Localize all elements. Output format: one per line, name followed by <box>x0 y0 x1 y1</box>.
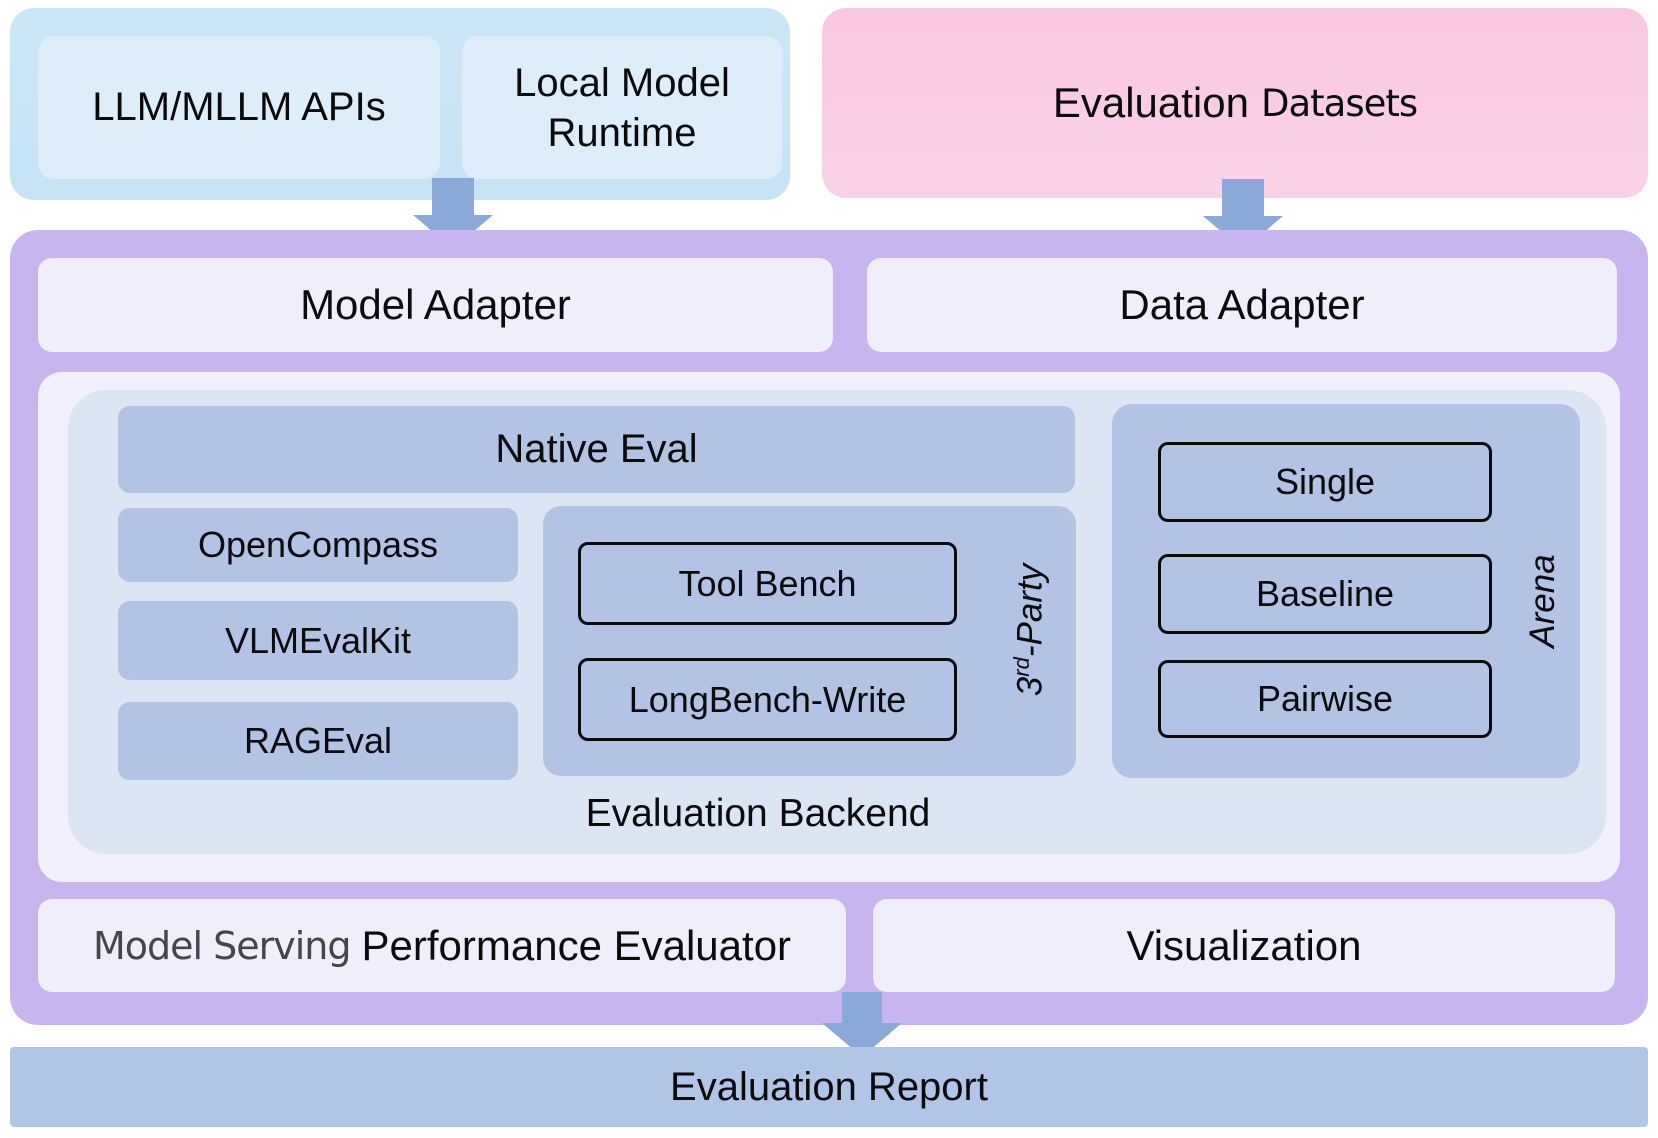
arrow-shaft <box>842 992 882 1024</box>
third-party-group-box <box>543 506 1076 776</box>
visualization-box: Visualization <box>873 899 1615 992</box>
arena-group-box <box>1112 404 1580 778</box>
tool-bench-label: Tool Bench <box>678 562 857 604</box>
third-party-rest: -Party <box>1010 563 1050 658</box>
arrow-shaft <box>432 178 474 216</box>
local-model-runtime-box: Local Model Runtime <box>462 36 782 179</box>
model-serving-performance-evaluator-box: Model Serving Performance Evaluator <box>38 899 846 992</box>
arena-rotated-label: Arena <box>1523 554 1562 648</box>
evaluation-backend-caption: Evaluation Backend <box>585 792 931 835</box>
model-adapter-box: Model Adapter <box>38 258 833 352</box>
evaluation-report-bar: Evaluation Report <box>10 1047 1648 1127</box>
evaluation-datasets-label-secondary: Datasets <box>1260 81 1418 125</box>
arena-pairwise-label: Pairwise <box>1256 678 1394 719</box>
performance-evaluator-label: Performance Evaluator <box>361 921 792 969</box>
third-party-rotated-label: 3rd-Party <box>1001 520 1050 740</box>
longbench-write-label: LongBench-Write <box>628 678 907 720</box>
arrow-shaft <box>1222 179 1264 217</box>
vlmevalkit-box: VLMEvalKit <box>118 601 518 680</box>
model-serving-label: Model Serving <box>92 923 352 968</box>
native-eval-label: Native Eval <box>495 427 698 471</box>
llm-mllm-apis-box: LLM/MLLM APIs <box>38 36 440 179</box>
arena-baseline-box: Baseline <box>1158 554 1492 634</box>
model-adapter-label: Model Adapter <box>300 281 571 328</box>
rageval-label: RAGEval <box>243 720 393 761</box>
tool-bench-box: Tool Bench <box>578 542 957 625</box>
llm-mllm-apis-label: LLM/MLLM APIs <box>92 85 386 129</box>
opencompass-box: OpenCompass <box>118 508 518 582</box>
evaluation-datasets-box: Evaluation Datasets <box>822 8 1648 198</box>
visualization-label: Visualization <box>1126 921 1362 969</box>
data-adapter-label: Data Adapter <box>1119 281 1365 328</box>
vlmevalkit-label: VLMEvalKit <box>224 619 412 661</box>
local-model-runtime-label: Local Model Runtime <box>514 60 730 155</box>
third-party-sup: rd <box>1009 657 1034 677</box>
opencompass-label: OpenCompass <box>197 524 439 565</box>
native-eval-box: Native Eval <box>118 406 1075 493</box>
arena-single-label: Single <box>1274 461 1376 502</box>
third-party-prefix: 3 <box>1010 676 1050 697</box>
arena-single-box: Single <box>1158 442 1492 522</box>
evaluation-report-label: Evaluation Report <box>670 1064 988 1109</box>
arena-baseline-label: Baseline <box>1255 573 1395 614</box>
model-sources-container: LLM/MLLM APIs Local Model Runtime <box>10 8 790 200</box>
rageval-box: RAGEval <box>118 702 518 780</box>
arena-pairwise-box: Pairwise <box>1158 660 1492 738</box>
longbench-write-box: LongBench-Write <box>578 658 957 741</box>
evaluation-datasets-label-primary: Evaluation <box>1052 79 1249 126</box>
data-adapter-box: Data Adapter <box>867 258 1617 352</box>
